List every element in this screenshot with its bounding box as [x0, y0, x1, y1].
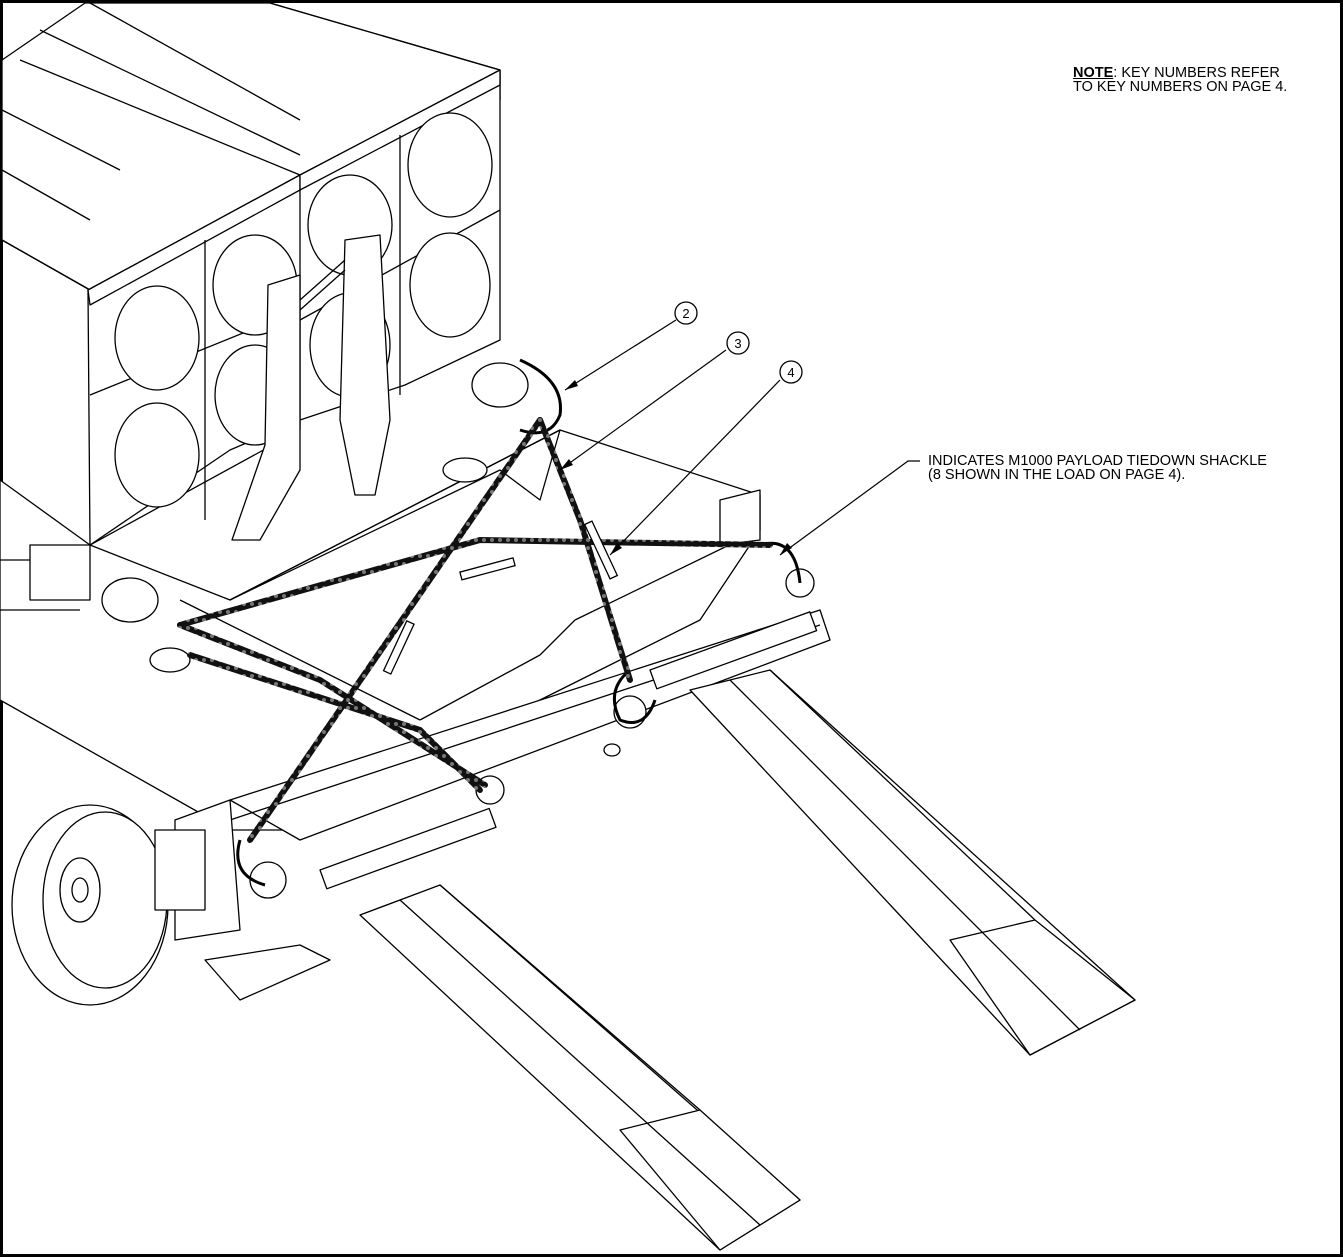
note-block: NOTE: KEY NUMBERS REFER TO KEY NUMBERS O…: [1073, 65, 1288, 95]
note-text-2: TO KEY NUMBERS ON PAGE 4.: [1073, 79, 1288, 95]
shackle-callout-line-1: INDICATES M1000 PAYLOAD TIEDOWN SHACKLE: [928, 453, 1267, 469]
key-callout-2-label: 2: [682, 306, 689, 321]
key-callout-4-label: 4: [787, 365, 794, 380]
shackle-front-right: [759, 541, 815, 598]
shackle-front-center: [603, 668, 657, 757]
shackle-callout-text: INDICATES M1000 PAYLOAD TIEDOWN SHACKLE …: [928, 453, 1267, 483]
key-callout-4: 4: [779, 360, 803, 384]
wheel: [11, 804, 206, 1006]
callout-arrowheads: [560, 380, 792, 555]
load-binders: [382, 520, 619, 675]
note-text-1: : KEY NUMBERS REFER: [1113, 65, 1280, 81]
axle-bar: [319, 611, 818, 890]
ramp-right: [689, 489, 1136, 1056]
shackle-front-left: [236, 839, 287, 899]
shackle-rear-left: [101, 577, 191, 673]
shackle-rear-right: [442, 358, 562, 483]
shackle-callout-line-2: (8 SHOWN IN THE LOAD ON PAGE 4).: [928, 467, 1186, 483]
cargo-load: [1, 2, 501, 546]
tiedown-chains: [177, 417, 773, 843]
key-callout-3: 3: [726, 331, 750, 355]
key-callout-2: 2: [674, 301, 698, 325]
note-line-1: NOTE: KEY NUMBERS REFER: [1073, 65, 1287, 81]
key-callout-3-label: 3: [734, 336, 741, 351]
ramp-left: [359, 884, 801, 1251]
callout-leaders: [559, 319, 920, 556]
note-label: NOTE: [1073, 65, 1114, 81]
